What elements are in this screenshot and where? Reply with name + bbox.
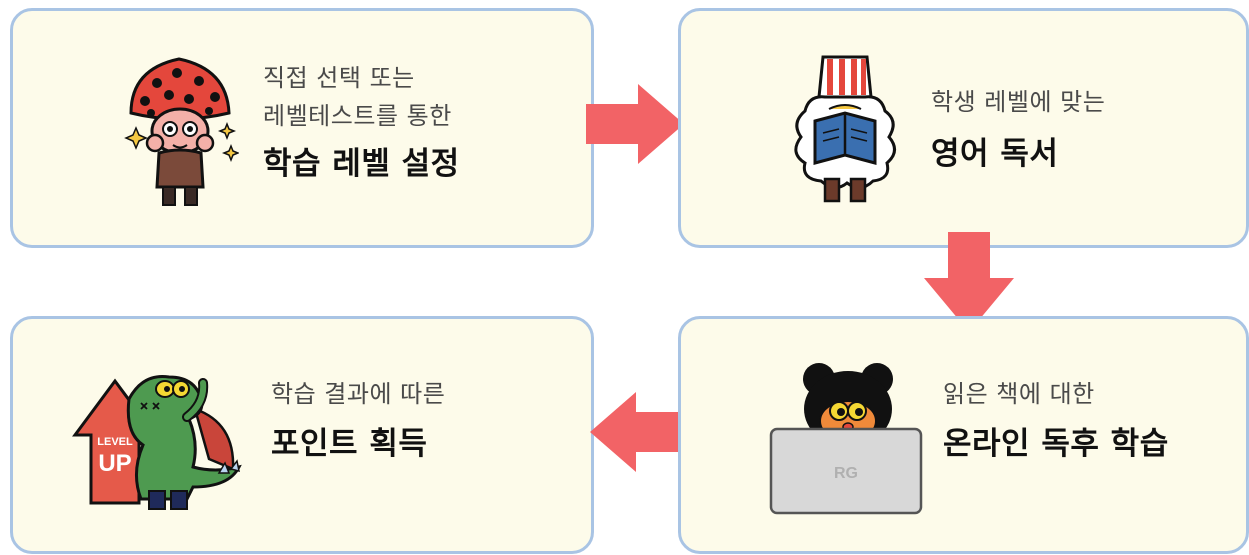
bear-laptop-icon: RG (769, 363, 923, 515)
step-description: 학생 레벨에 맞는 (931, 88, 1106, 116)
step-highlight: 학습 레벨 설정 (263, 146, 460, 182)
step-card-online-review: RG 읽은 책에 대한 온라인 독후 학습 (678, 316, 1249, 554)
step-text: 읽은 책에 대한 온라인 독후 학습 (943, 375, 1169, 469)
sheep-reading-book-icon (794, 55, 896, 203)
step-text: 학습 결과에 따른 포인트 획득 (271, 375, 445, 469)
step-description: 학습 결과에 따른 (271, 380, 446, 408)
up-label: UP (98, 450, 131, 477)
arrow-left-icon (590, 392, 688, 472)
step-highlight: 포인트 획득 (271, 426, 428, 462)
step-text: 학생 레벨에 맞는 영어 독서 (931, 83, 1105, 179)
step-description: 레벨테스트를 통한 (263, 102, 452, 130)
step-description: 직접 선택 또는 (263, 64, 415, 92)
laptop-logo: RG (834, 465, 858, 482)
level-label: LEVEL (97, 436, 133, 448)
step-card-point-reward: LEVEL UP 학습 결과에 따른 포인트 획득 (10, 316, 594, 554)
dinosaur-level-up-icon: LEVEL UP (72, 374, 242, 510)
step-text: 직접 선택 또는 레벨테스트를 통한 학습 레벨 설정 (263, 59, 460, 189)
step-card-english-reading: 학생 레벨에 맞는 영어 독서 (678, 8, 1249, 248)
arrow-right-icon (586, 84, 684, 164)
step-description: 읽은 책에 대한 (943, 380, 1095, 408)
step-card-level-setting: 직접 선택 또는 레벨테스트를 통한 학습 레벨 설정 (10, 8, 594, 248)
step-highlight: 온라인 독후 학습 (943, 426, 1169, 462)
arrow-down-icon (924, 232, 1014, 332)
step-highlight: 영어 독서 (931, 136, 1059, 172)
mushroom-character-icon (124, 57, 239, 206)
